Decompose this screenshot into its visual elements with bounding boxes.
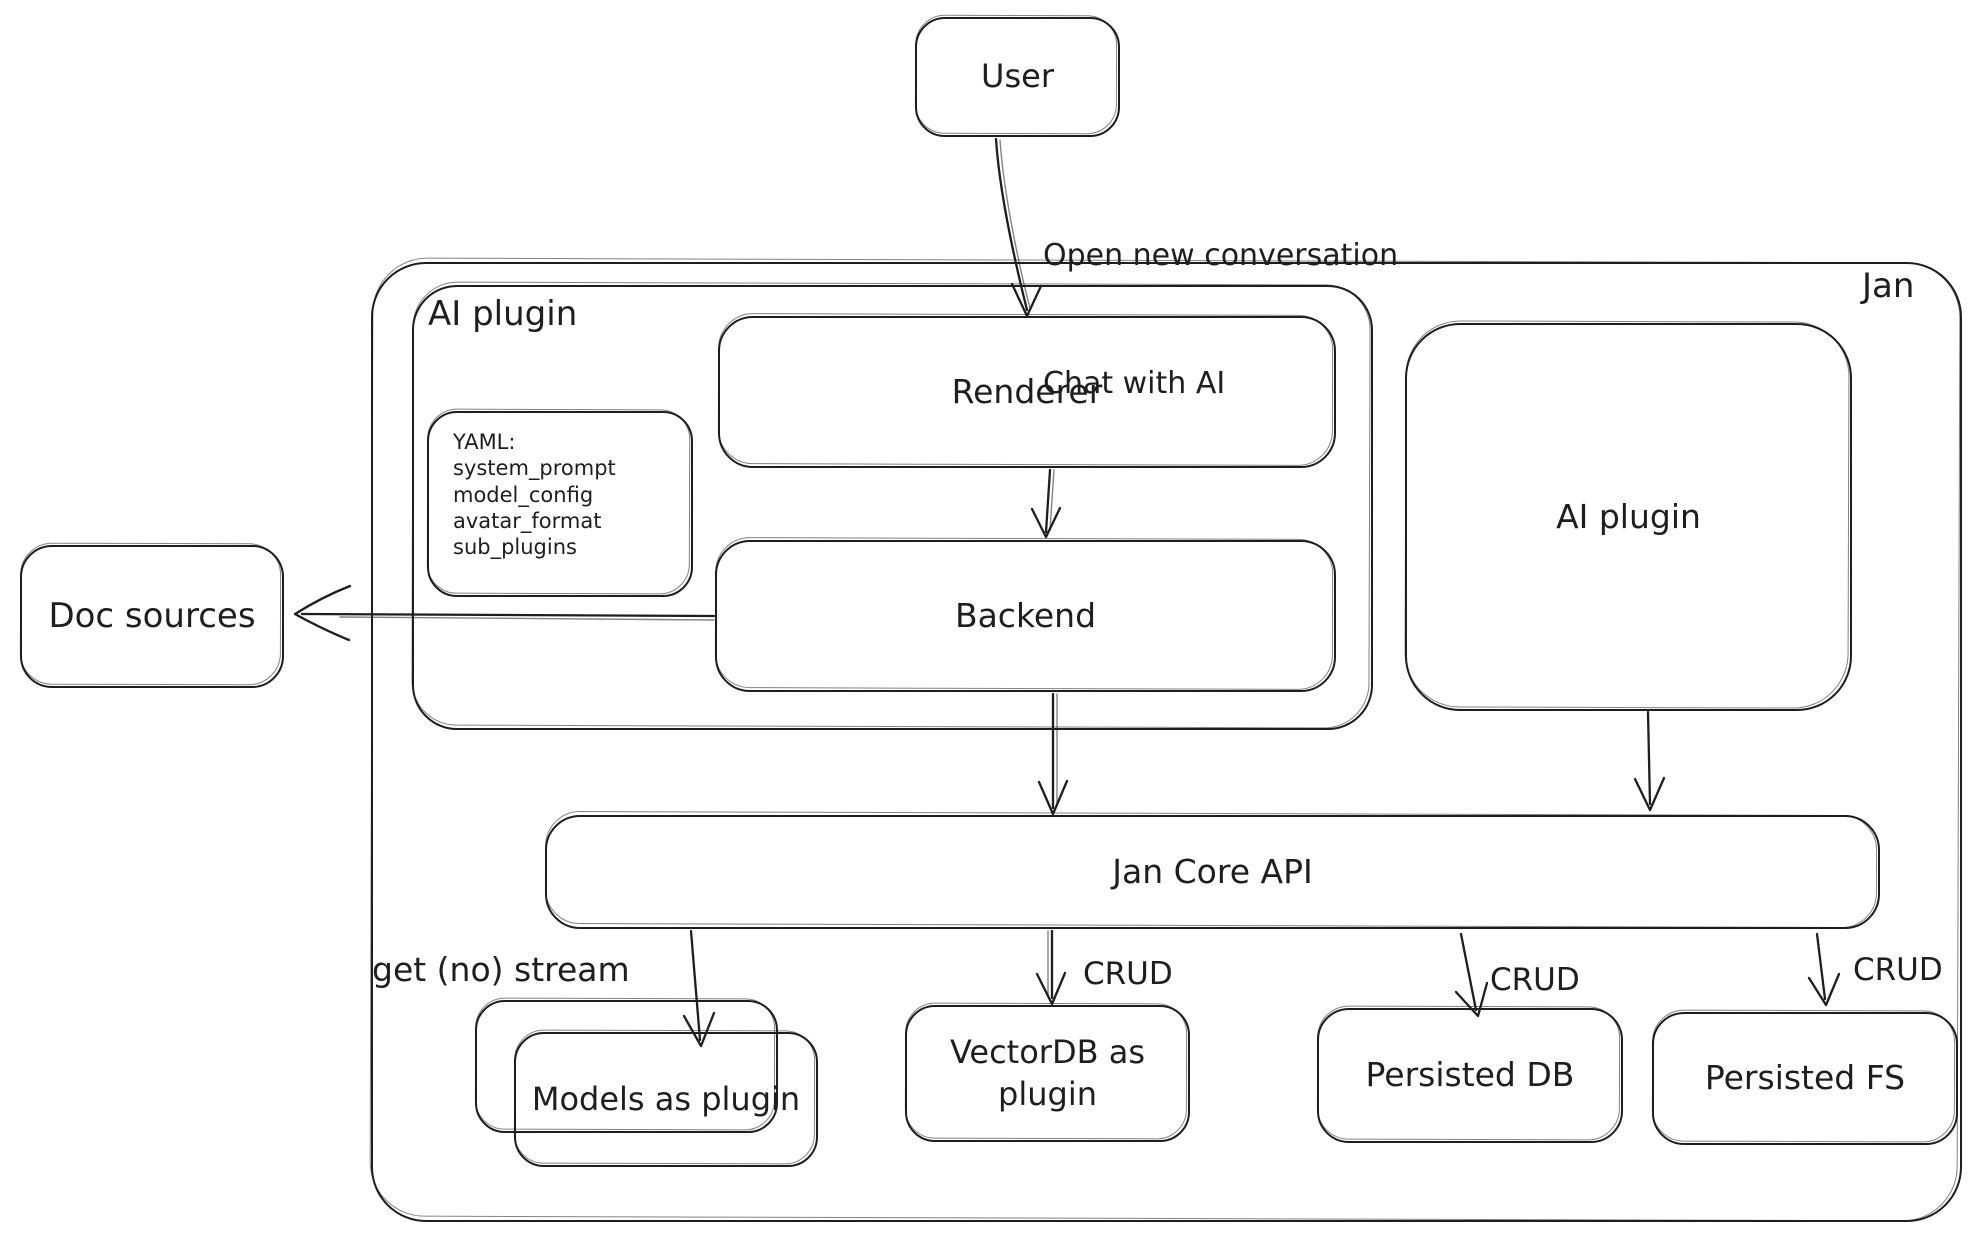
backend-node: Backend [715, 540, 1336, 692]
yaml-line: system_prompt [453, 456, 616, 481]
yaml-note-text: YAML: system_prompt model_config avatar_… [453, 429, 616, 560]
yaml-note-node: YAML: system_prompt model_config avatar_… [427, 411, 693, 597]
edge-label-open-conversation: Open new conversation Chat with AI [1043, 150, 1398, 491]
edge-label-line: Open new conversation [1043, 238, 1399, 274]
jan-core-api-node: Jan Core API [545, 815, 1880, 929]
ai-plugin-container-node [412, 285, 1373, 730]
user-node: User [915, 17, 1120, 137]
edge-label-line: Chat with AI [1043, 365, 1226, 401]
models-as-plugin-node: Models as plugin [514, 1032, 818, 1167]
yaml-line: avatar_format [453, 508, 602, 533]
persisted-db-node: Persisted DB [1317, 1008, 1623, 1143]
ai-plugin-right-label: AI plugin [1556, 496, 1701, 536]
vectordb-as-plugin-node: VectorDB as plugin [905, 1005, 1190, 1142]
ai-plugin-container-label: AI plugin [428, 294, 578, 334]
user-label: User [981, 57, 1054, 96]
edge-label-crud-vectordb: CRUD [1083, 956, 1173, 992]
jan-container-label: Jan [1862, 266, 1915, 306]
backend-label: Backend [954, 595, 1097, 635]
edge-label-crud-persisted-db: CRUD [1490, 962, 1580, 998]
jan-core-api-label: Jan Core API [1112, 851, 1313, 891]
vectordb-as-plugin-label: VectorDB as plugin [949, 1032, 1145, 1113]
renderer-label: Renderer [951, 371, 1103, 411]
yaml-line: model_config [453, 482, 594, 507]
jan-container-node [371, 262, 1962, 1222]
yaml-line: YAML: [453, 430, 516, 454]
persisted-fs-node: Persisted FS [1652, 1012, 1958, 1145]
doc-sources-node: Doc sources [20, 545, 284, 688]
edge-label-crud-persisted-fs: CRUD [1853, 952, 1943, 988]
persisted-fs-label: Persisted FS [1704, 1058, 1906, 1098]
models-as-plugin-label: Models as plugin [531, 1079, 801, 1118]
edge-label-get-no-stream: get (no) stream [372, 950, 630, 989]
doc-sources-label: Doc sources [48, 596, 256, 637]
yaml-line: sub_plugins [453, 535, 577, 559]
persisted-db-label: Persisted DB [1365, 1055, 1575, 1095]
renderer-node: Renderer [718, 316, 1336, 468]
ai-plugin-right-node: AI plugin [1405, 323, 1852, 711]
